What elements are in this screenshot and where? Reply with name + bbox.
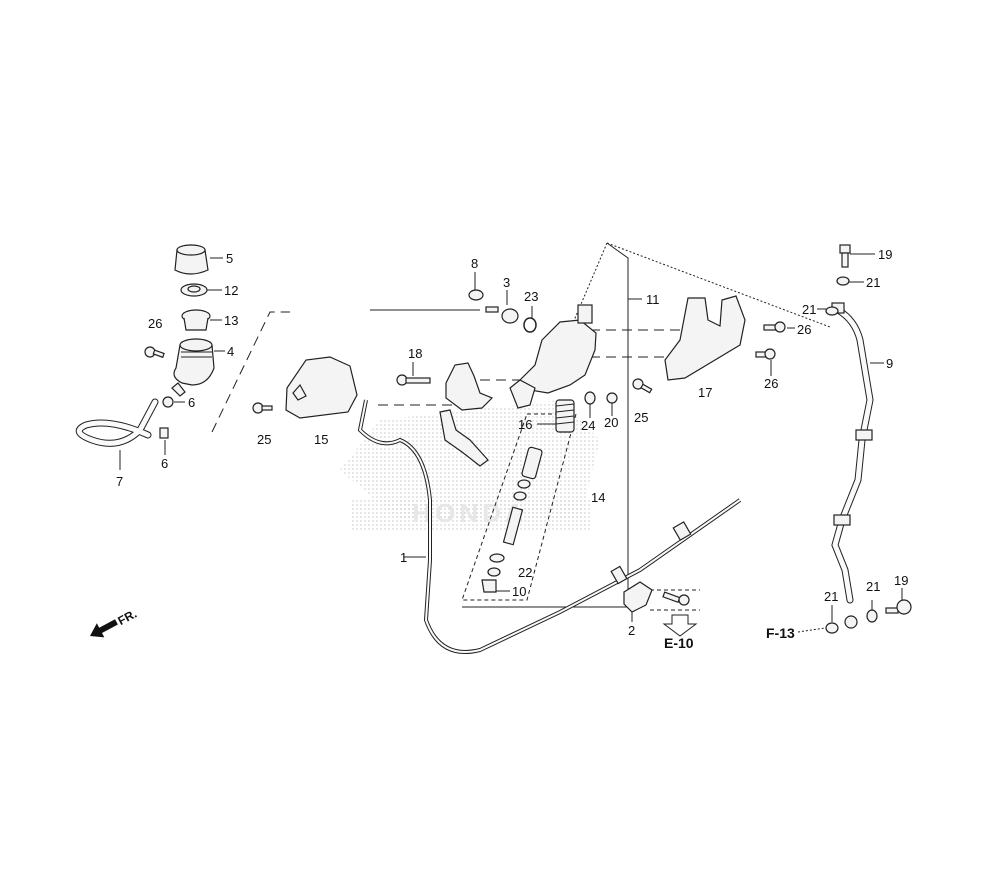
callout-13[interactable]: 13 xyxy=(224,313,238,328)
ref-f13-label[interactable]: F-13 xyxy=(766,625,795,641)
callout-6-lower[interactable]: 6 xyxy=(161,456,168,471)
callout-8[interactable]: 8 xyxy=(471,256,478,271)
reservoir-diaphragm[interactable] xyxy=(181,309,211,331)
clutch-hose[interactable] xyxy=(831,302,874,604)
cover[interactable] xyxy=(285,356,358,419)
oil-bolt-upper[interactable] xyxy=(839,244,851,268)
callout-26-c[interactable]: 26 xyxy=(764,376,778,391)
washer-24[interactable] xyxy=(584,391,596,405)
clutch-lever-bracket[interactable] xyxy=(445,362,494,411)
sealing-washer-4[interactable] xyxy=(866,609,878,623)
lever-holder[interactable] xyxy=(509,379,536,409)
callout-3[interactable]: 3 xyxy=(503,275,510,290)
pivot-bolt[interactable] xyxy=(396,374,431,386)
bolt-bracket-lower-25[interactable] xyxy=(632,378,653,394)
hose-clip-upper[interactable] xyxy=(162,396,174,408)
hose-clip-lower[interactable] xyxy=(159,427,169,439)
callout-17[interactable]: 17 xyxy=(698,385,712,400)
callout-25-a[interactable]: 25 xyxy=(257,432,271,447)
oil-bolt-lower[interactable] xyxy=(885,599,912,615)
callout-21-b[interactable]: 21 xyxy=(802,302,816,317)
callout-21-d[interactable]: 21 xyxy=(866,579,880,594)
bolt-bracket-lower[interactable] xyxy=(755,348,776,360)
callout-16[interactable]: 16 xyxy=(518,417,532,432)
callout-11[interactable]: 11 xyxy=(646,292,660,307)
ref-e10-label[interactable]: E-10 xyxy=(664,635,694,651)
reservoir-cap[interactable] xyxy=(174,244,209,275)
bolt-reservoir[interactable] xyxy=(144,346,165,359)
callout-20[interactable]: 20 xyxy=(604,415,618,430)
spring-16[interactable] xyxy=(555,399,575,433)
o-ring[interactable] xyxy=(523,317,537,333)
assembly-outlines xyxy=(211,242,831,620)
callout-labels: 1 2 3 4 5 6 6 7 8 9 10 11 12 13 14 15 16… xyxy=(116,247,908,638)
sealing-washer-1[interactable] xyxy=(836,276,850,286)
callout-7[interactable]: 7 xyxy=(116,474,123,489)
reservoir-hose[interactable] xyxy=(75,398,159,447)
cable-clamp[interactable] xyxy=(623,581,653,613)
clutch-cable[interactable] xyxy=(357,399,742,654)
callout-2[interactable]: 2 xyxy=(628,623,635,638)
callout-26-a[interactable]: 26 xyxy=(148,316,162,331)
callout-9[interactable]: 9 xyxy=(886,356,893,371)
bolt-3[interactable] xyxy=(485,306,519,324)
callout-14[interactable]: 14 xyxy=(591,490,605,505)
callout-25-b[interactable]: 25 xyxy=(634,410,648,425)
ref-f13[interactable]: F-13 xyxy=(766,625,795,641)
callout-12[interactable]: 12 xyxy=(224,283,238,298)
callout-22[interactable]: 22 xyxy=(518,565,532,580)
clamp-bolt[interactable] xyxy=(662,591,690,606)
callout-18[interactable]: 18 xyxy=(408,346,422,361)
callout-19-upper[interactable]: 19 xyxy=(878,247,892,262)
callout-5[interactable]: 5 xyxy=(226,251,233,266)
callout-10[interactable]: 10 xyxy=(512,584,526,599)
clutch-lever[interactable] xyxy=(439,409,489,467)
callout-6-upper[interactable]: 6 xyxy=(188,395,195,410)
bolt-bracket-upper[interactable] xyxy=(763,321,786,333)
callout-15[interactable]: 15 xyxy=(314,432,328,447)
front-arrow: FR. xyxy=(89,607,139,638)
leader-lines xyxy=(119,253,903,633)
front-label: FR. xyxy=(115,607,139,628)
callout-19-lower[interactable]: 19 xyxy=(894,573,908,588)
ref-e10[interactable]: E-10 xyxy=(662,614,698,651)
bracket[interactable] xyxy=(664,295,746,381)
washer-8[interactable] xyxy=(468,289,484,301)
callout-23[interactable]: 23 xyxy=(524,289,538,304)
reservoir-body[interactable] xyxy=(171,338,215,397)
piston-set[interactable] xyxy=(481,446,543,593)
sealing-washer-2[interactable] xyxy=(825,306,839,316)
master-cylinder[interactable] xyxy=(519,304,597,394)
callout-21-a[interactable]: 21 xyxy=(866,275,880,290)
callout-26-b[interactable]: 26 xyxy=(797,322,811,337)
callout-24[interactable]: 24 xyxy=(581,418,595,433)
callout-21-c[interactable]: 21 xyxy=(824,589,838,604)
callout-4[interactable]: 4 xyxy=(227,344,234,359)
bolt-cover[interactable] xyxy=(252,402,273,414)
hose-banjo[interactable] xyxy=(844,615,858,629)
nut-20[interactable] xyxy=(606,392,618,404)
reservoir-plate[interactable] xyxy=(180,283,208,297)
sealing-washer-3[interactable] xyxy=(825,622,839,634)
callout-1[interactable]: 1 xyxy=(400,550,407,565)
front-arrow-icon xyxy=(89,619,118,638)
